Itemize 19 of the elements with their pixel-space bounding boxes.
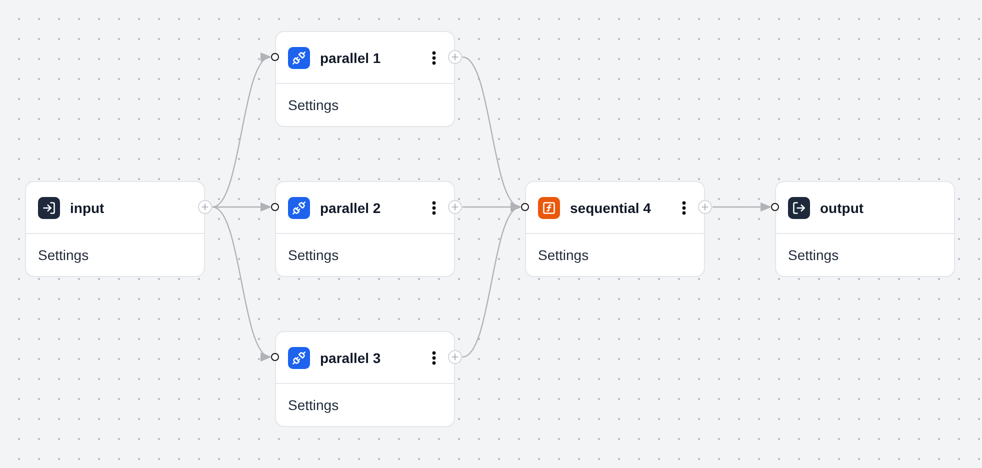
settings-label: Settings xyxy=(38,247,89,263)
process-card xyxy=(25,181,205,277)
node-title: input xyxy=(70,200,104,216)
settings-label: Settings xyxy=(288,397,339,413)
settings-label: Settings xyxy=(288,247,339,263)
process-card xyxy=(275,31,455,127)
process-card xyxy=(275,331,455,427)
node-title: sequential 4 xyxy=(570,200,651,216)
connector-arrow xyxy=(712,202,771,212)
node-title: parallel 1 xyxy=(320,50,381,66)
node-title: parallel 3 xyxy=(320,350,381,366)
process-card xyxy=(775,181,955,277)
node-title: output xyxy=(820,200,864,216)
process-card xyxy=(525,181,705,277)
process-card xyxy=(275,181,455,277)
settings-label: Settings xyxy=(788,247,839,263)
node-title: parallel 2 xyxy=(320,200,381,216)
settings-label: Settings xyxy=(538,247,589,263)
settings-label: Settings xyxy=(288,97,339,113)
